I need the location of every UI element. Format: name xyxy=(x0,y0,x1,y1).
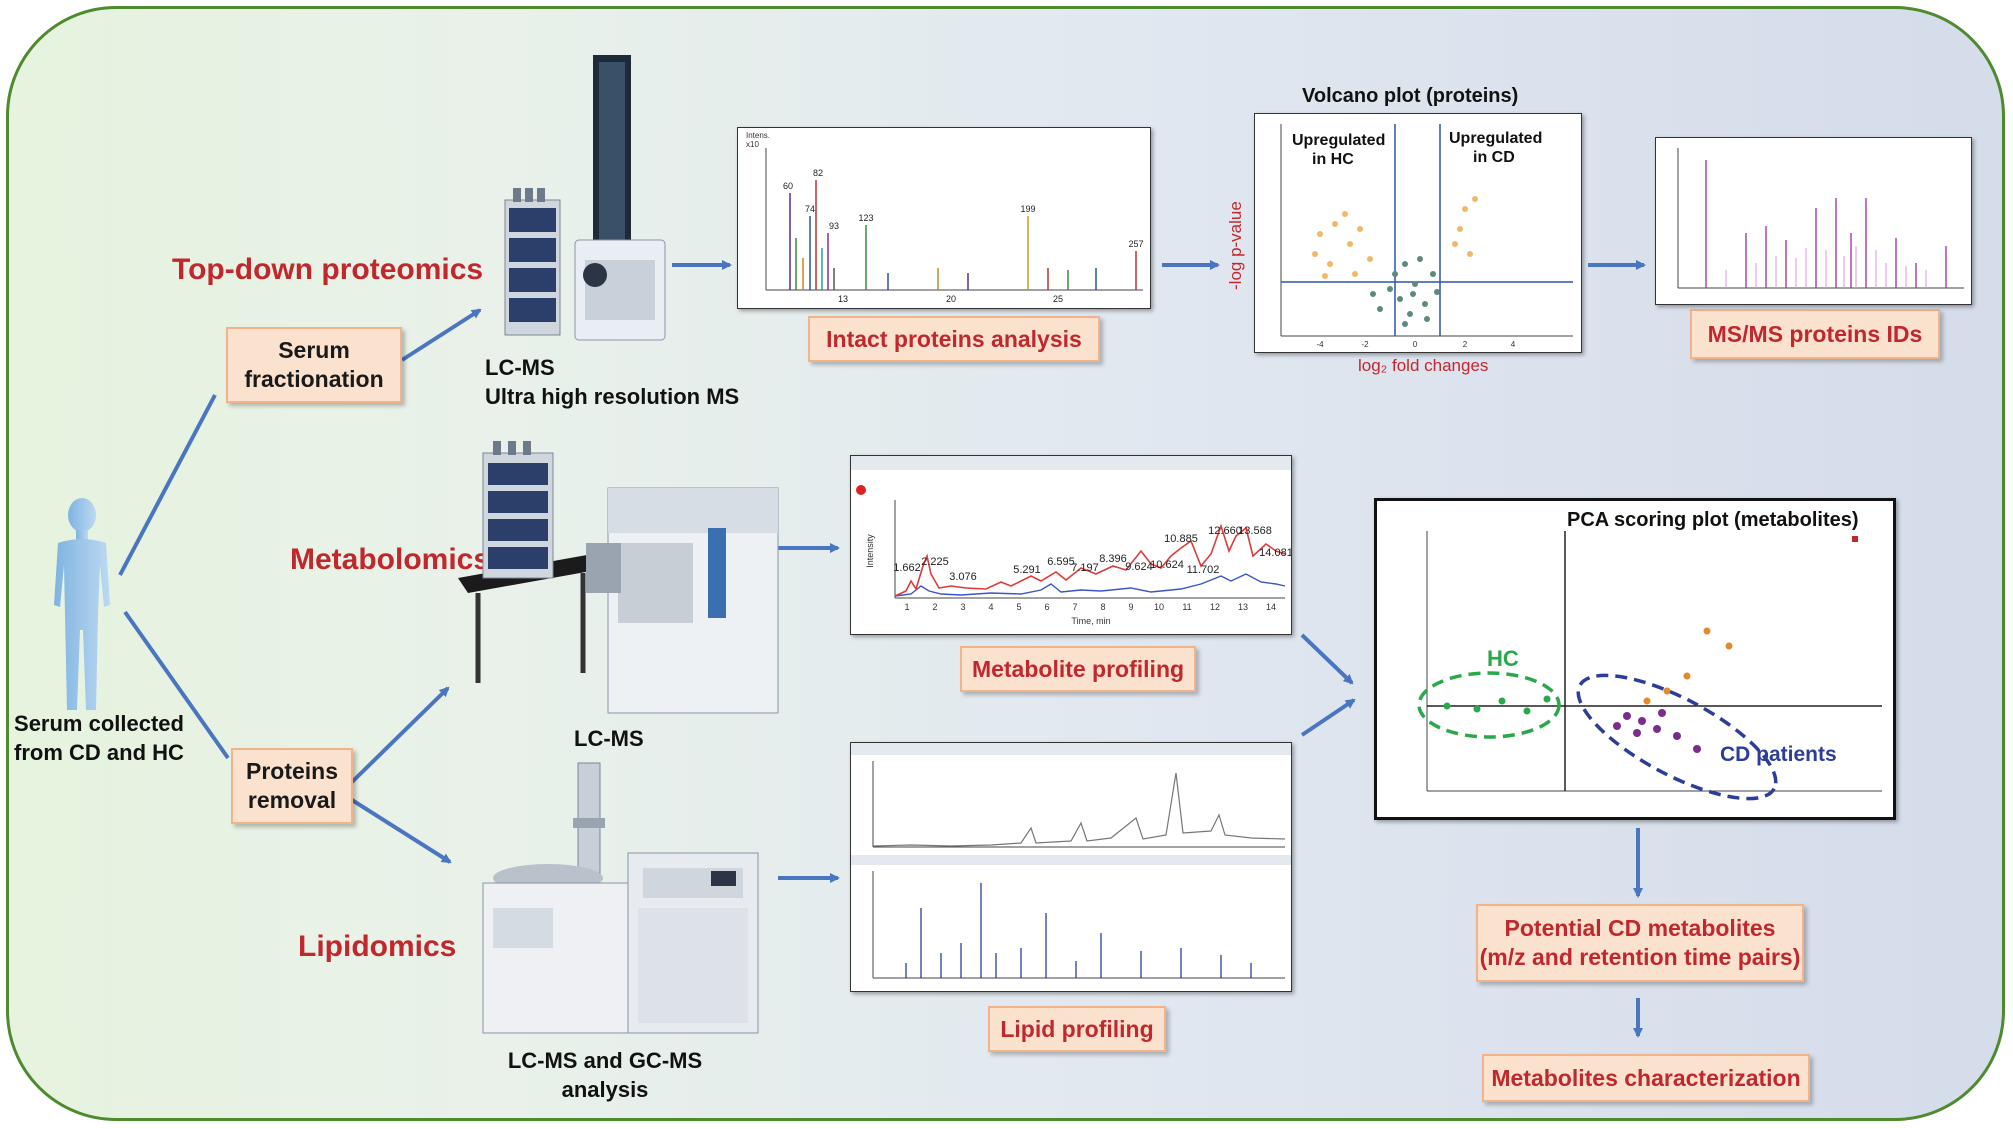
metabolites-characterization-box: Metabolites characterization xyxy=(1482,1054,1810,1102)
volcano-xtick: -4 xyxy=(1316,340,1324,349)
spectrum-peak-label: 82 xyxy=(813,168,823,178)
spectrum-xtick: 25 xyxy=(1053,294,1063,304)
pca-title: PCA scoring plot (metabolites) xyxy=(1567,509,1859,531)
pca-hc-label: HC xyxy=(1487,646,1519,671)
lcms-uhr-instrument-icon xyxy=(504,55,666,341)
volcano-xtick: 0 xyxy=(1413,340,1418,349)
spectrum-peak-label: 199 xyxy=(1020,204,1035,214)
lcms-label: LC-MS xyxy=(574,726,644,751)
proteins-removal-box: Proteins removal xyxy=(231,748,353,824)
chromatogram-xtick: 1 xyxy=(904,602,909,612)
volcano-title: Volcano plot (proteins) xyxy=(1302,85,1519,107)
serum-fractionation-box: Serum fractionation xyxy=(226,327,402,403)
msms-spectrum-panel xyxy=(1655,137,1972,305)
volcano-upreg-cd-line1: Upregulated xyxy=(1449,130,1542,147)
spectrum-peak-label: 257 xyxy=(1128,239,1143,249)
lipid-panel xyxy=(850,742,1292,992)
volcano-upreg-hc-line1: Upregulated xyxy=(1292,132,1385,149)
chromatogram-xtick: 7 xyxy=(1072,602,1077,612)
spectrum-peak-label: 93 xyxy=(829,221,839,231)
volcano-ylabel: -log p-value xyxy=(1226,201,1245,290)
chromatogram-peak-label: 13.568 xyxy=(1238,525,1272,537)
section-lipidomics-title: Lipidomics xyxy=(298,930,457,963)
chromatogram-xtick: 14 xyxy=(1266,602,1276,612)
svg-text:x10: x10 xyxy=(746,140,759,149)
arrow-to-lcms-uhr xyxy=(400,308,482,362)
chromatogram-peak-label: 1.662 xyxy=(893,562,921,574)
chromatogram-peak-label: 7.197 xyxy=(1071,562,1099,574)
human-figure-icon xyxy=(54,498,110,710)
volcano-upreg-cd-line2: in CD xyxy=(1473,149,1515,166)
chromatogram-xtick: 6 xyxy=(1044,602,1049,612)
chromatogram-peak-label: 2.225 xyxy=(921,556,949,568)
arrow-lipid-to-pca xyxy=(1300,698,1356,737)
spectrum-peak-label: 60 xyxy=(783,181,793,191)
volcano-xtick: 4 xyxy=(1511,340,1516,349)
metabolite-profiling-box: Metabolite profiling xyxy=(960,646,1196,692)
volcano-xtick: 2 xyxy=(1463,340,1468,349)
branch-line-up xyxy=(118,394,217,576)
chromatogram-xtick: 4 xyxy=(988,602,993,612)
volcano-xtick: -2 xyxy=(1361,340,1369,349)
lcms-uhr-label: LC-MS Ultra high resolution MS xyxy=(485,355,740,409)
gcms-instrument-icon xyxy=(482,762,759,1034)
spectrum-peak-label: 123 xyxy=(858,213,873,223)
pca-cd-label: CD patients xyxy=(1720,743,1837,766)
section-topdown-title: Top-down proteomics xyxy=(172,253,484,286)
chromatogram-xtick: 8 xyxy=(1100,602,1105,612)
branch-line-down xyxy=(123,610,230,760)
potential-metabolites-box: Potential CD metabolites (m/z and retent… xyxy=(1476,904,1804,982)
intact-protein-spectrum-panel: Intens. x10 60 82 74 93 xyxy=(737,127,1151,309)
chromatogram-xtick: 5 xyxy=(1016,602,1021,612)
chromatogram-xtick: 12 xyxy=(1210,602,1220,612)
chromatogram-xtick: 2 xyxy=(932,602,937,612)
volcano-upreg-hc-line2: in HC xyxy=(1312,151,1354,168)
arrow-to-gcms xyxy=(350,798,452,864)
chromatogram-xlabel: Time, min xyxy=(1071,616,1110,626)
svg-text:Intens.: Intens. xyxy=(746,131,770,140)
lcms-gcms-label: LC-MS and GC-MS analysis xyxy=(507,1048,703,1102)
chromatogram-peak-label: 9.624 xyxy=(1125,561,1153,573)
msms-ids-box: MS/MS proteins IDs xyxy=(1690,309,1940,359)
source-label: Serum collected from CD and HC xyxy=(14,711,184,765)
lipid-profiling-box: Lipid profiling xyxy=(988,1006,1166,1052)
chromatogram-peak-label: 6.595 xyxy=(1047,556,1075,568)
pca-plot-panel: PCA scoring plot (metabolites) HC CD pat… xyxy=(1374,498,1896,820)
section-metabolomics-title: Metabolomics xyxy=(290,543,491,576)
chromatogram-xtick: 3 xyxy=(960,602,965,612)
spectrum-xtick: 13 xyxy=(838,294,848,304)
chromatogram-peak-label: 10.885 xyxy=(1164,533,1198,545)
chromatogram-panel: 1.662 2.225 3.076 5.291 6.595 7.197 8.39… xyxy=(850,455,1292,635)
volcano-xlabel: log₂ fold changes xyxy=(1358,356,1489,375)
chromatogram-xtick: 9 xyxy=(1128,602,1133,612)
lcms-instrument-icon xyxy=(458,441,779,714)
chromatogram-peak-label: 12.660 xyxy=(1208,525,1242,537)
chromatogram-peak-label: 10.624 xyxy=(1150,559,1184,571)
volcano-plot-panel: Upregulated in HC Upregulated in CD -4 -… xyxy=(1254,113,1582,353)
chromatogram-xtick: 13 xyxy=(1238,602,1248,612)
chromatogram-peak-label: 5.291 xyxy=(1013,564,1041,576)
chromatogram-peak-label: 11.702 xyxy=(1187,564,1220,576)
spectrum-peak-label: 74 xyxy=(805,204,815,214)
chromatogram-peak-label: 14.081 xyxy=(1259,547,1291,559)
spectrum-xtick: 20 xyxy=(946,294,956,304)
intact-proteins-box: Intact proteins analysis xyxy=(808,316,1100,362)
chromatogram-xtick: 10 xyxy=(1154,602,1164,612)
chromatogram-peak-label: 3.076 xyxy=(949,571,977,583)
chromatogram-xtick: 11 xyxy=(1182,602,1191,612)
chromatogram-peak-label: 8.396 xyxy=(1099,553,1127,565)
arrow-to-lcms xyxy=(350,686,450,784)
arrow-metab-to-pca xyxy=(1300,633,1354,685)
chromatogram-ylabel: Intensity xyxy=(865,534,875,568)
